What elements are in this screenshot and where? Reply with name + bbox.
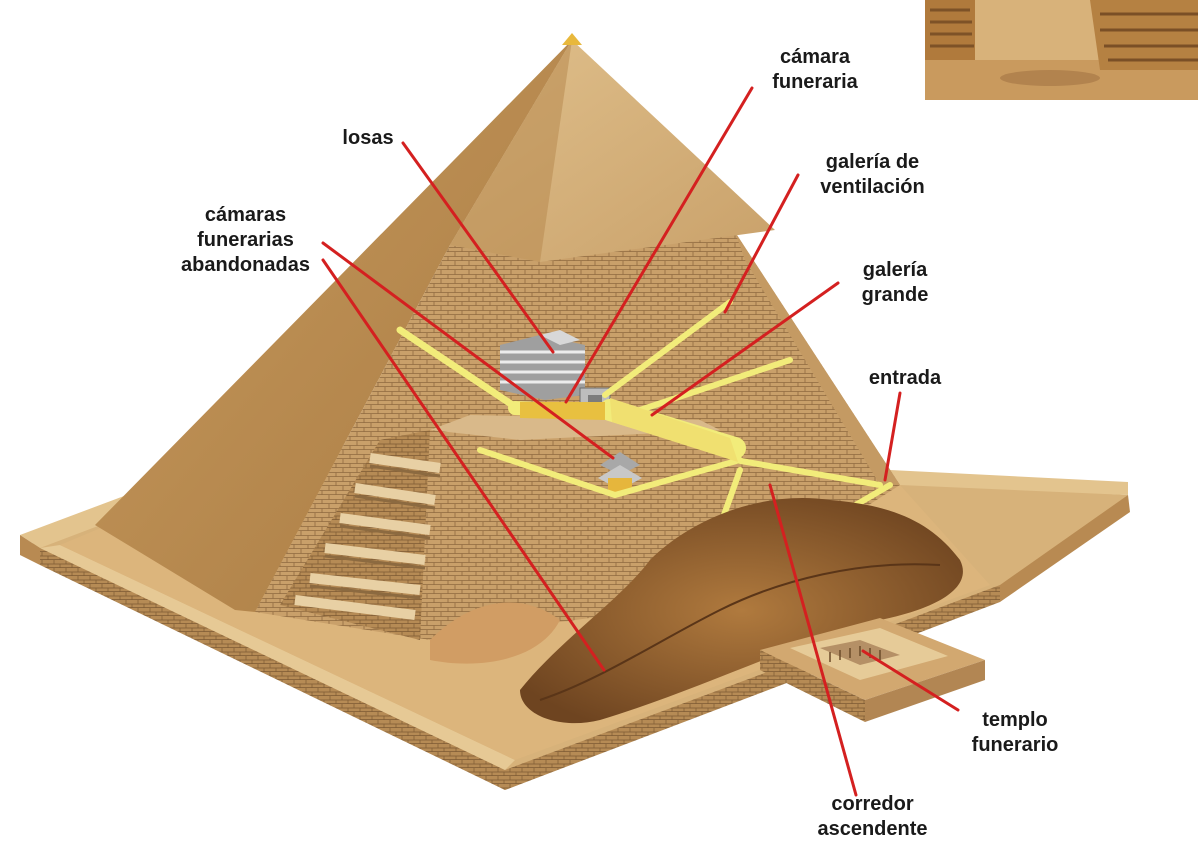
- label-line: funerario: [955, 733, 1075, 758]
- label-galeria-ventilacion: galería de ventilación: [800, 150, 945, 200]
- label-templo-funerario: templo funerario: [955, 708, 1075, 758]
- label-entrada: entrada: [855, 366, 955, 391]
- label-line: funerarias: [163, 228, 328, 253]
- desert-photo-inset: [925, 0, 1198, 100]
- label-galeria-grande: galería grande: [845, 258, 945, 308]
- label-line: galería: [845, 258, 945, 283]
- label-line: cámaras: [163, 203, 328, 228]
- label-line: ventilación: [800, 175, 945, 200]
- label-line: corredor: [800, 792, 945, 817]
- label-losas: losas: [328, 126, 408, 151]
- label-line: galería de: [800, 150, 945, 175]
- label-line: entrada: [855, 366, 955, 391]
- label-line: funeraria: [755, 70, 875, 95]
- label-corredor-ascendente: corredor ascendente: [800, 792, 945, 842]
- label-line: templo: [955, 708, 1075, 733]
- label-line: abandonadas: [163, 253, 328, 278]
- label-camaras-abandonadas: cámaras funerarias abandonadas: [163, 203, 328, 278]
- label-line: cámara: [755, 45, 875, 70]
- label-camara-funeraria: cámara funeraria: [755, 45, 875, 95]
- label-line: ascendente: [800, 817, 945, 842]
- label-line: losas: [328, 126, 408, 151]
- label-line: grande: [845, 283, 945, 308]
- pointer-entrada: [885, 393, 900, 480]
